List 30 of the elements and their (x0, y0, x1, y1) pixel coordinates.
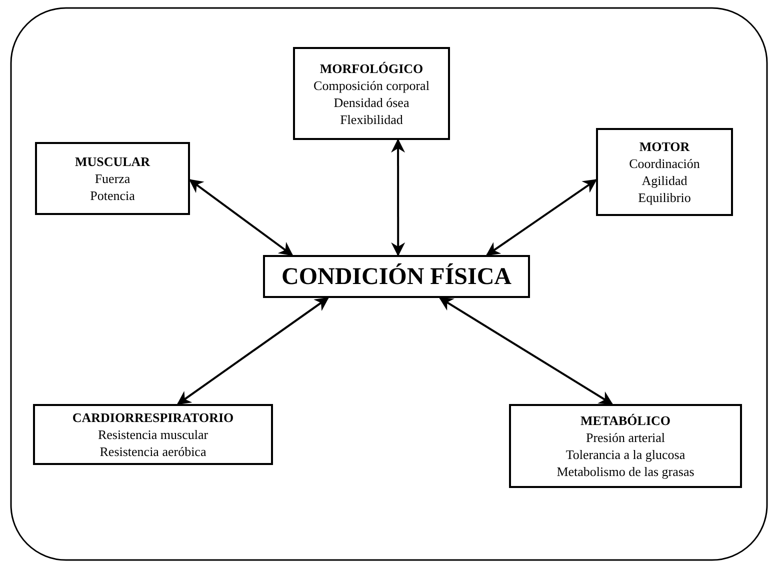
box-heading: CONDICIÓN FÍSICA (280, 262, 513, 292)
list-item: Potencia (89, 187, 136, 204)
list-item: Composición corporal (312, 76, 430, 94)
list-item: Agilidad (640, 172, 688, 189)
category-box (33, 404, 273, 465)
double-arrow (391, 138, 406, 256)
box-heading: MOTOR (638, 138, 691, 155)
box-heading: CARDIORRESPIRATORIO (71, 409, 235, 426)
list-item: Flexibilidad (339, 110, 404, 128)
box-heading: MUSCULAR (74, 153, 152, 170)
category-box (509, 404, 742, 488)
list-item: Fuerza (94, 170, 132, 187)
double-arrow (486, 179, 598, 256)
box-heading: MORFOLÓGICO (318, 60, 424, 76)
category-box (35, 142, 190, 215)
list-item: Coordinación (628, 155, 701, 172)
list-item: Densidad ósea (332, 94, 410, 110)
double-arrow (176, 297, 330, 405)
central-box (263, 255, 530, 298)
list-item: Tolerancia a la glucosa (564, 446, 686, 463)
category-box (293, 47, 450, 140)
list-item: Presión arterial (584, 429, 666, 446)
box-heading: METABÓLICO (579, 412, 672, 429)
list-item: Equilibrio (637, 189, 692, 206)
list-item: Resistencia muscular (96, 426, 210, 443)
double-arrow (438, 297, 614, 405)
category-box (596, 128, 733, 216)
double-arrow (188, 179, 294, 256)
list-item: Resistencia aeróbica (98, 443, 208, 460)
list-item: Metabolismo de las grasas (556, 463, 696, 480)
